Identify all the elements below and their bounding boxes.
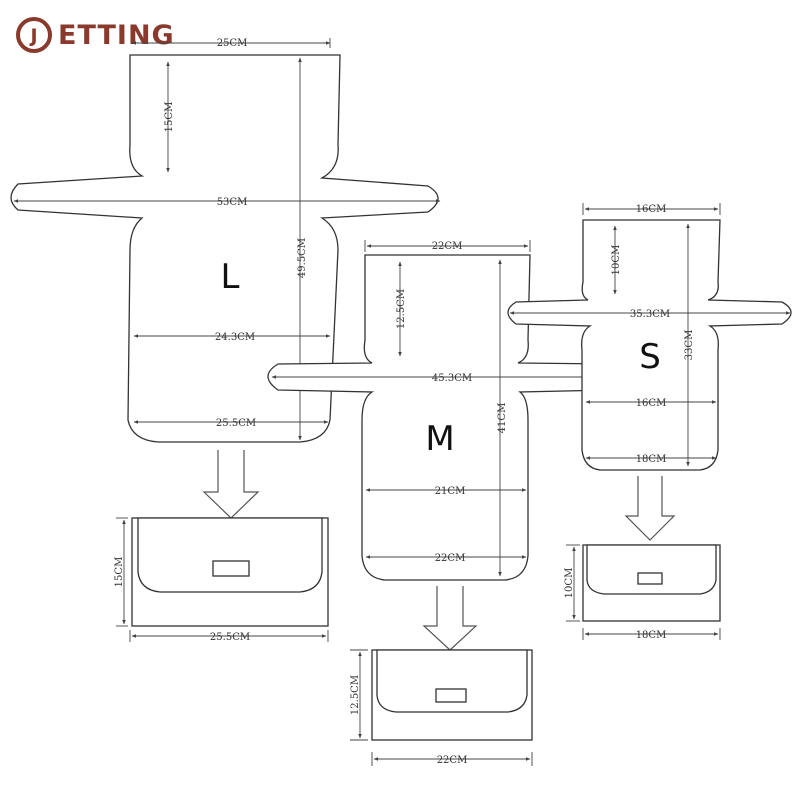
m-bag-height-label: 12.5CM [350, 675, 361, 715]
l-total-height-label: 49.5CM [297, 238, 308, 278]
s-bag-width-label: 18CM [636, 630, 667, 641]
s-width-top-label: 16CM [636, 204, 667, 215]
pattern-l-outline [10, 54, 439, 443]
s-fold-arrow [624, 476, 676, 541]
brand-name: ETTING [58, 19, 175, 51]
l-mid-width-label: 24.3CM [215, 332, 255, 343]
s-total-height-label: 33CM [684, 330, 695, 361]
size-m-label: M [425, 419, 454, 459]
s-mid-width-label: 16CM [636, 398, 667, 409]
l-width-top-label: 25CM [217, 38, 248, 49]
l-folded-bag: 15CM 25.5CM [114, 517, 329, 643]
m-neck-height-label: 12.5CM [396, 289, 407, 329]
m-mid-width-label: 21CM [435, 486, 466, 497]
l-neck-height-label: 15CM [164, 102, 175, 133]
m-arm-span-label: 45.3CM [432, 373, 472, 384]
m-fold-arrow [422, 586, 478, 651]
l-bag-height-label: 15CM [114, 557, 125, 588]
l-bag-width-label: 25.5CM [210, 632, 250, 643]
s-folded-bag: 10CM 18CM [564, 544, 721, 641]
m-bag-width-label: 22CM [437, 755, 468, 766]
s-bag-height-label: 10CM [564, 568, 575, 599]
m-width-top-label: 22CM [432, 241, 463, 252]
svg-text:J: J [28, 25, 37, 47]
l-fold-arrow [202, 450, 260, 519]
m-bottom-width-label: 22CM [435, 553, 466, 564]
s-arm-span-label: 35.3CM [630, 309, 670, 320]
s-neck-height-label: 10CM [611, 245, 622, 276]
pattern-s: 16CM 10CM 35.3CM 33CM 16CM 18CM S [507, 203, 792, 641]
size-l-label: L [221, 257, 240, 297]
m-folded-bag: 12.5CM 22CM [350, 649, 533, 766]
s-bottom-width-label: 18CM [636, 454, 667, 465]
brand-initial-icon: J [16, 17, 52, 53]
pattern-m: 22CM 12.5CM 45.3CM 41CM 21CM 22CM M [267, 240, 622, 766]
m-total-height-label: 41CM [497, 403, 508, 434]
l-arm-span-label: 53CM [217, 197, 248, 208]
brand-logo: J ETTING [14, 12, 175, 58]
l-bottom-width-label: 25.5CM [216, 418, 256, 429]
pattern-s-outline [507, 219, 792, 471]
size-s-label: S [639, 337, 661, 377]
